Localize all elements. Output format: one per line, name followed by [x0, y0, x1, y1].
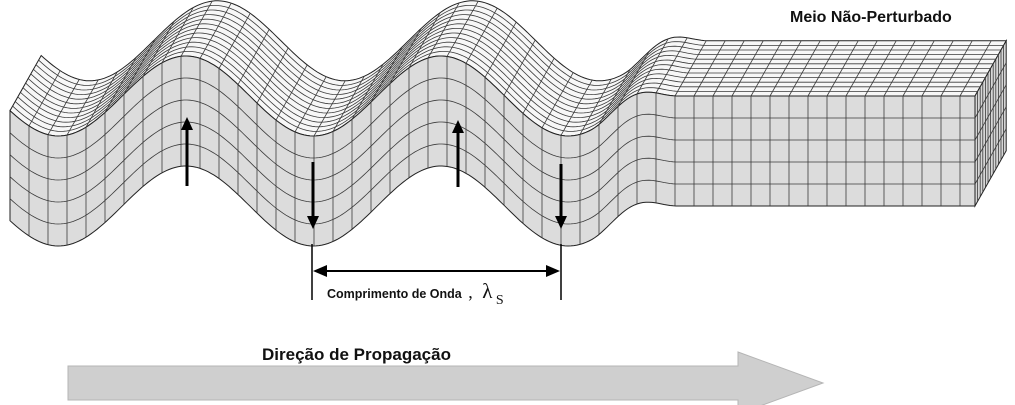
propagation-arrow [67, 351, 825, 405]
wavelength-symbol: λ [482, 279, 493, 303]
wavelength-arrowhead-right [546, 265, 560, 277]
svg-text:Comprimento de Onda ,: Comprimento de Onda , λ S [327, 279, 504, 308]
up-arrow [181, 117, 193, 186]
wavelength-subscript: S [496, 293, 504, 308]
front-grid-lines [9, 56, 975, 246]
wavelength-separator: , [468, 282, 473, 302]
undisturbed-medium-label: Meio Não-Perturbado [790, 9, 952, 26]
wavelength-arrowhead-left [313, 265, 327, 277]
up-arrow [452, 120, 464, 187]
down-arrow [555, 164, 567, 229]
wavelength-label: Comprimento de Onda [327, 287, 463, 301]
down-arrow [307, 162, 319, 229]
top-grid-lines [12, 0, 1004, 137]
end-grid-lines [974, 45, 1007, 202]
propagation-direction-label: Direção de Propagação [262, 345, 451, 364]
wavelength-marker: Comprimento de Onda , λ S [311, 244, 562, 308]
particle-motion-arrows [181, 117, 567, 229]
medium-block [9, 0, 1008, 247]
